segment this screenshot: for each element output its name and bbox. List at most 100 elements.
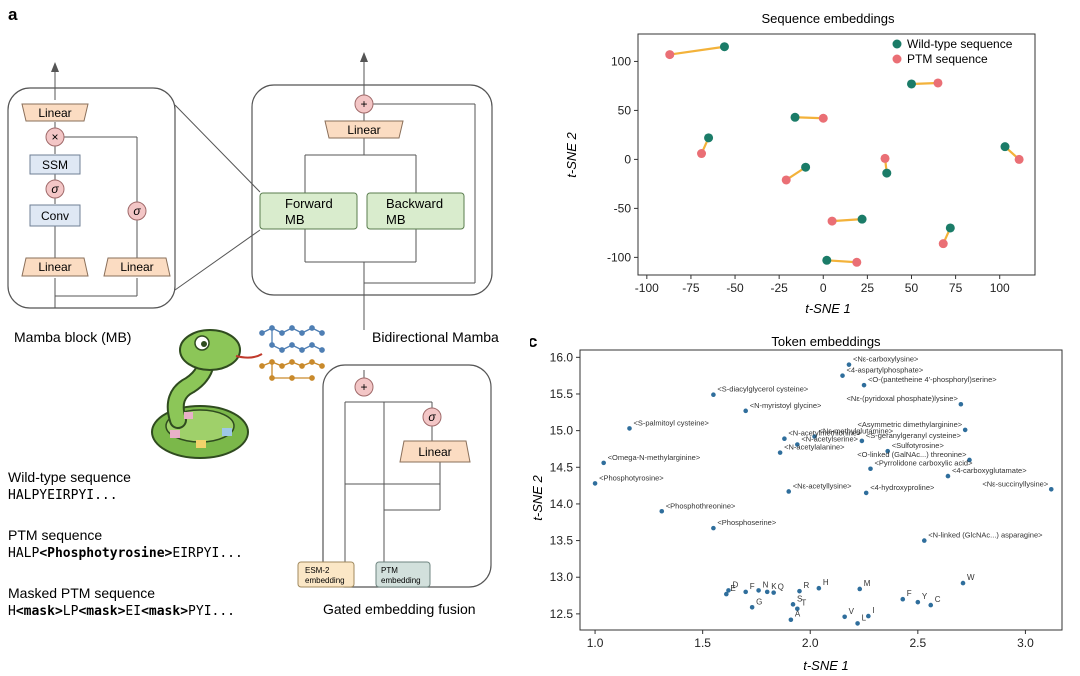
y-tick-label: -50 [614,201,632,215]
token-point-label: <O-linked (GalNAc...) threonine> [857,450,967,459]
token-point [795,606,800,612]
x-tick-label: 0 [820,281,827,295]
mamba-block-frame [7,87,176,309]
token-point-label: L [862,613,867,622]
y-tick-label: 15.0 [550,424,574,438]
mask-token: <mask> [16,604,63,619]
chart-b-ylabel: t-SNE 2 [564,131,579,177]
ptm-point [933,78,943,88]
token-point [1048,486,1054,492]
token-point-label: <Phosphoserine> [717,518,776,527]
x-tick-label: 50 [905,281,919,295]
panel-label-a: a [8,5,18,24]
token-point [962,427,968,433]
x-tick-label: -50 [726,281,744,295]
bidirectional-title: Bidirectional Mamba [372,329,499,345]
ptm-seq-modification: <Phosphotyrosine> [39,546,172,561]
token-point [743,589,748,595]
snake-mascot-illustration [151,329,263,459]
token-point [726,588,731,593]
token-point-label: <S-diacylglycerol cysteine> [717,385,808,394]
token-point-label: <Nε-carboxylysine> [853,355,919,364]
molecule-graph-icon [259,325,325,353]
conv-label: Conv [41,209,69,223]
wild-type-sequence: HALPYEIRPYI... [8,488,118,503]
y-tick-label: 100 [611,54,631,68]
token-point-label: H [823,578,829,587]
ptm-point [781,175,791,185]
y-tick-label: 14.5 [550,460,574,474]
gated-linear-label: Linear [418,445,451,459]
wild-type-point [719,42,729,52]
token-point [749,604,755,610]
token-point-label: <S-palmitoyl cysteine> [633,418,709,427]
gated-embedding-fusion: + σ Linear ESM-2 embedding PTM embedding… [297,364,492,617]
token-point-label: <N-myristoyl glycine> [750,401,822,410]
mamba-block: Linear × SSM σ Conv Linear Linear σ Mamb… [7,62,176,345]
chart-b-marks [665,42,1024,267]
ptm-label: PTM sequence [8,527,102,543]
legend-marker-ptm [892,54,902,64]
token-point-label: Q [778,583,784,592]
token-point [868,466,873,472]
token-point [928,602,934,608]
x-tick-label: -25 [770,281,788,295]
ptm-sequence: HALP<Phosphotyrosine>EIRPYI... [8,546,243,561]
token-point-label: <Omega-N-methylarginine> [608,453,701,462]
sequence-examples: Wild-type sequence HALPYEIRPYI... PTM se… [8,469,243,619]
token-point-label: M [864,579,871,588]
token-point [711,392,716,398]
token-point-label: C [935,595,941,604]
mamba-linear-top [21,103,89,122]
mamba-block-title: Mamba block (MB) [14,329,131,345]
token-point [846,362,852,367]
token-point [866,613,871,619]
token-point-label: F [750,582,755,591]
token-point-label: S [797,594,802,603]
token-point [861,382,867,388]
gated-plus-node [354,377,374,397]
token-point [960,580,966,586]
chart-b-legend: Wild-type sequence PTM sequence [892,37,1013,66]
sigma-node [45,179,65,199]
forward-mb-box [259,192,358,230]
token-point [945,473,951,479]
token-point [756,588,761,593]
ptm-point [1014,154,1024,164]
token-point [777,450,783,455]
pair-link [669,45,725,56]
token-point [771,590,776,595]
token-point-label: <Pyrrolidone carboxylic acid> [874,459,973,468]
token-point-label: Y [922,592,928,601]
ptm-point [665,50,675,60]
ptm-embedding-box [375,561,431,588]
legend-marker-wild [892,39,902,49]
sequence-embeddings-chart: b Sequence embeddings t-SNE 1 t-SNE 2 -1… [564,11,1036,316]
wild-type-label: Wild-type sequence [8,469,131,485]
bidirectional-linear [324,120,404,139]
multiply-node [45,127,65,147]
token-point [790,602,796,607]
token-point [812,434,817,439]
token-point-label: <4-carboxyglutamate> [952,466,1027,475]
y-tick-label: 13.5 [550,534,574,548]
token-point [627,426,632,431]
token-point-label: <Nε-acetyllysine> [793,481,852,490]
y-tick-label: 50 [618,103,632,117]
token-point-label: <Nε-(pyridoxal phosphate)lysine> [847,394,959,403]
token-point [915,599,921,605]
x-tick-label: 2.0 [802,636,819,650]
x-tick-label: -75 [682,281,700,295]
legend-label-ptm: PTM sequence [907,52,988,66]
ptm-emb-line2: embedding [381,576,421,585]
wild-type-point [801,162,811,172]
token-point [857,586,863,592]
token-point [816,585,822,591]
token-point [795,442,800,447]
token-point-label: <S-geranylgeranyl cysteine> [866,431,962,440]
chart-c-marks: <Nε-carboxylysine><4-aspartylphosphate><… [592,355,1054,626]
token-point-label: N [763,580,769,589]
pair-link [826,259,857,264]
